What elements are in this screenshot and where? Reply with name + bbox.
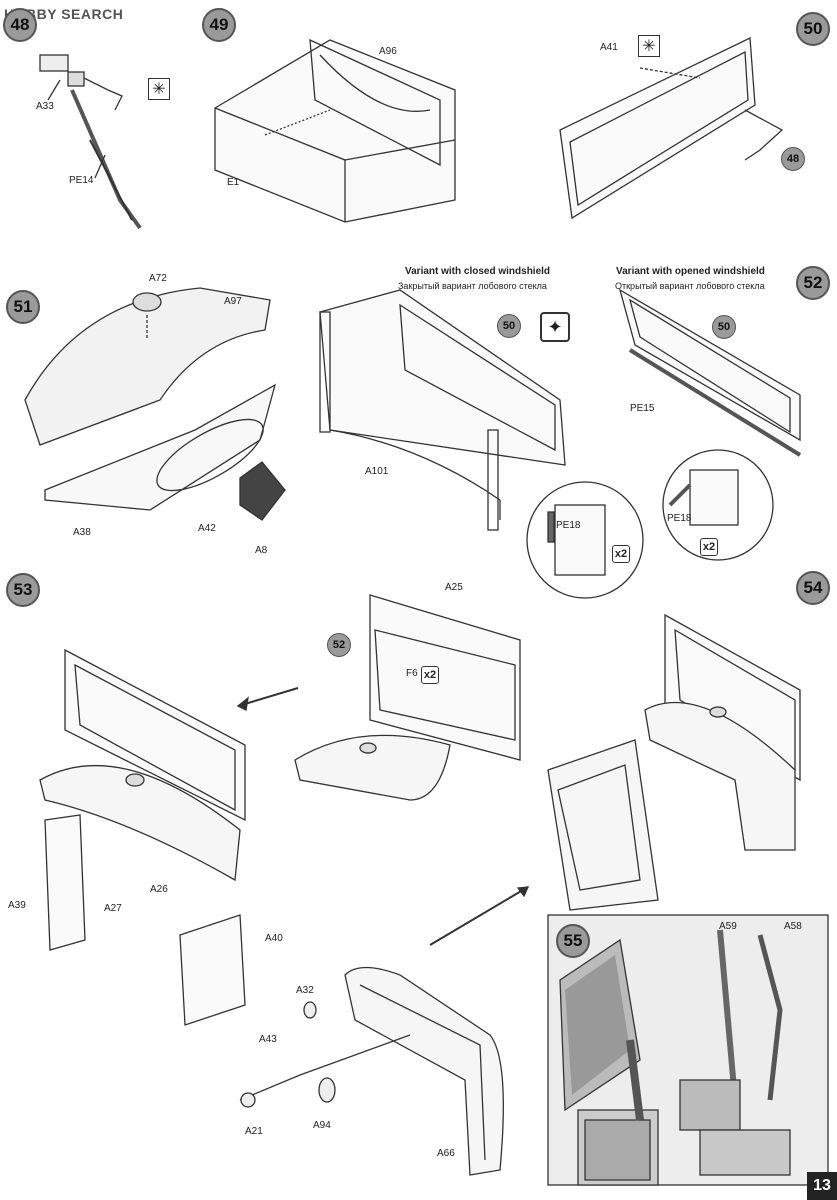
- step-ref-52: 52: [327, 633, 351, 657]
- step-51-badge: 51: [6, 290, 40, 324]
- part-label-a58: A58: [784, 921, 802, 932]
- step-55-badge: 55: [556, 924, 590, 958]
- quantity-x2-pe18-closed: x2: [612, 545, 630, 563]
- windshield-frame-drawing: [214, 38, 456, 223]
- step-50-badge: 50: [796, 12, 830, 46]
- part-label-f6: F6: [406, 668, 418, 679]
- opened-variant-title: Variant with opened windshield: [616, 266, 765, 277]
- step-ref-48: 48: [781, 147, 805, 171]
- part-label-a41: A41: [600, 42, 618, 53]
- cab-front-center-drawing: [294, 594, 521, 801]
- part-label-pe18-opened: PE18: [667, 513, 692, 524]
- closed-windshield-drawing: [319, 289, 644, 599]
- step-ref-50-opened: 50: [712, 315, 736, 339]
- part-label-a97: A97: [224, 296, 242, 307]
- engine-bay-photo: [547, 914, 829, 1186]
- part-label-a25: A25: [445, 582, 463, 593]
- part-label-a21: A21: [245, 1126, 263, 1137]
- part-label-a42: A42: [198, 523, 216, 534]
- cab-front-right-drawing: [429, 613, 801, 946]
- part-label-a39: A39: [8, 900, 26, 911]
- part-label-e1: E1: [227, 177, 240, 188]
- part-label-a33: A33: [36, 101, 54, 112]
- quantity-x2-f6: x2: [421, 666, 439, 684]
- cab-front-left-drawing: [39, 648, 299, 1026]
- step-ref-50-closed: 50: [497, 314, 521, 338]
- step-49-badge: 49: [202, 8, 236, 42]
- part-label-a72: A72: [149, 273, 167, 284]
- opened-variant-subtitle: Открытый вариант лобового стекла: [615, 281, 765, 291]
- closed-variant-subtitle: Закрытый вариант лобового стекла: [398, 281, 547, 291]
- option-symbol-icon: ✦: [540, 312, 570, 342]
- closed-variant-title: Variant with closed windshield: [405, 266, 551, 277]
- glue-icon: ✳: [638, 35, 660, 57]
- part-label-a94: A94: [313, 1120, 331, 1131]
- windshield-glass-frame-drawing: [559, 36, 784, 220]
- part-label-a101: A101: [365, 466, 389, 477]
- cowl-assembly-drawing: [24, 287, 286, 521]
- part-label-a43: A43: [259, 1034, 277, 1045]
- wiper-assembly-drawing: [39, 54, 142, 230]
- firewall-drawing: [239, 966, 504, 1176]
- part-label-a96: A96: [379, 46, 397, 57]
- part-label-a38: A38: [73, 527, 91, 538]
- part-label-a32: A32: [296, 985, 314, 996]
- step-48-badge: 48: [3, 8, 37, 42]
- glue-icon: ✳: [148, 78, 170, 100]
- part-label-a66: A66: [437, 1148, 455, 1159]
- part-label-pe18-closed: PE18: [556, 520, 581, 531]
- step-53-badge: 53: [6, 573, 40, 607]
- part-label-a40: A40: [265, 933, 283, 944]
- part-label-a8: A8: [255, 545, 268, 556]
- opened-windshield-drawing: [618, 288, 802, 561]
- quantity-x2-pe18-opened: x2: [700, 538, 718, 556]
- page-number: 13: [807, 1172, 837, 1200]
- step-52-badge: 52: [796, 266, 830, 300]
- part-label-a27: A27: [104, 903, 122, 914]
- part-label-a26: A26: [150, 884, 168, 895]
- part-label-pe14: PE14: [69, 175, 94, 186]
- part-label-a59: A59: [719, 921, 737, 932]
- part-label-pe15: PE15: [630, 403, 655, 414]
- step-54-badge: 54: [796, 571, 830, 605]
